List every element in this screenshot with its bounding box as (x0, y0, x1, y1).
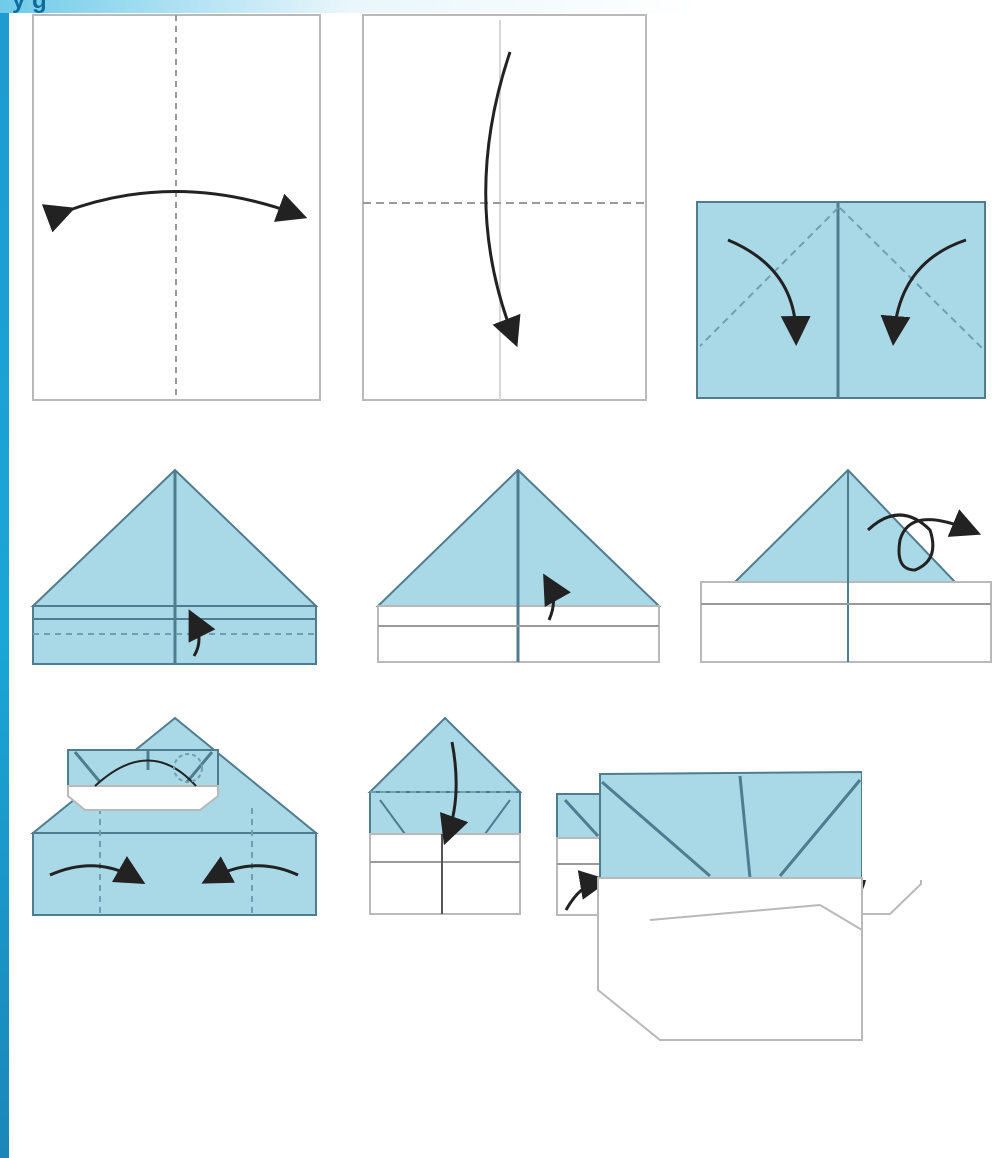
step-11-panel (67, 749, 219, 811)
fold-arrow-icon (880, 238, 967, 346)
step-6-panel (700, 468, 992, 663)
step-5-panel (375, 468, 662, 663)
fold-arrow-icon (41, 190, 308, 233)
step-8-panel (367, 716, 523, 915)
fold-arrow-icon (188, 609, 216, 657)
fold-arrow-icon (49, 856, 146, 884)
fold-arrow-icon (564, 870, 610, 911)
fold-arrow-icon (543, 573, 571, 621)
step-2-panel (362, 14, 647, 401)
open-arrow-icon (94, 759, 197, 787)
step-12-panel (597, 710, 996, 1158)
accent-side-bar (0, 0, 9, 1158)
header-band (0, 0, 996, 13)
header-title-fragment: y g (12, 0, 47, 14)
fold-arrow-icon (439, 741, 469, 846)
fold-arrow-icon (484, 51, 521, 348)
fold-arrow-icon (201, 856, 299, 884)
step-1-panel (32, 14, 321, 401)
step-4-panel (30, 468, 319, 665)
fold-arrow-icon (727, 238, 811, 346)
turn-over-icon (866, 509, 982, 572)
step-7-panel (30, 716, 319, 916)
step-3-panel (696, 201, 986, 399)
